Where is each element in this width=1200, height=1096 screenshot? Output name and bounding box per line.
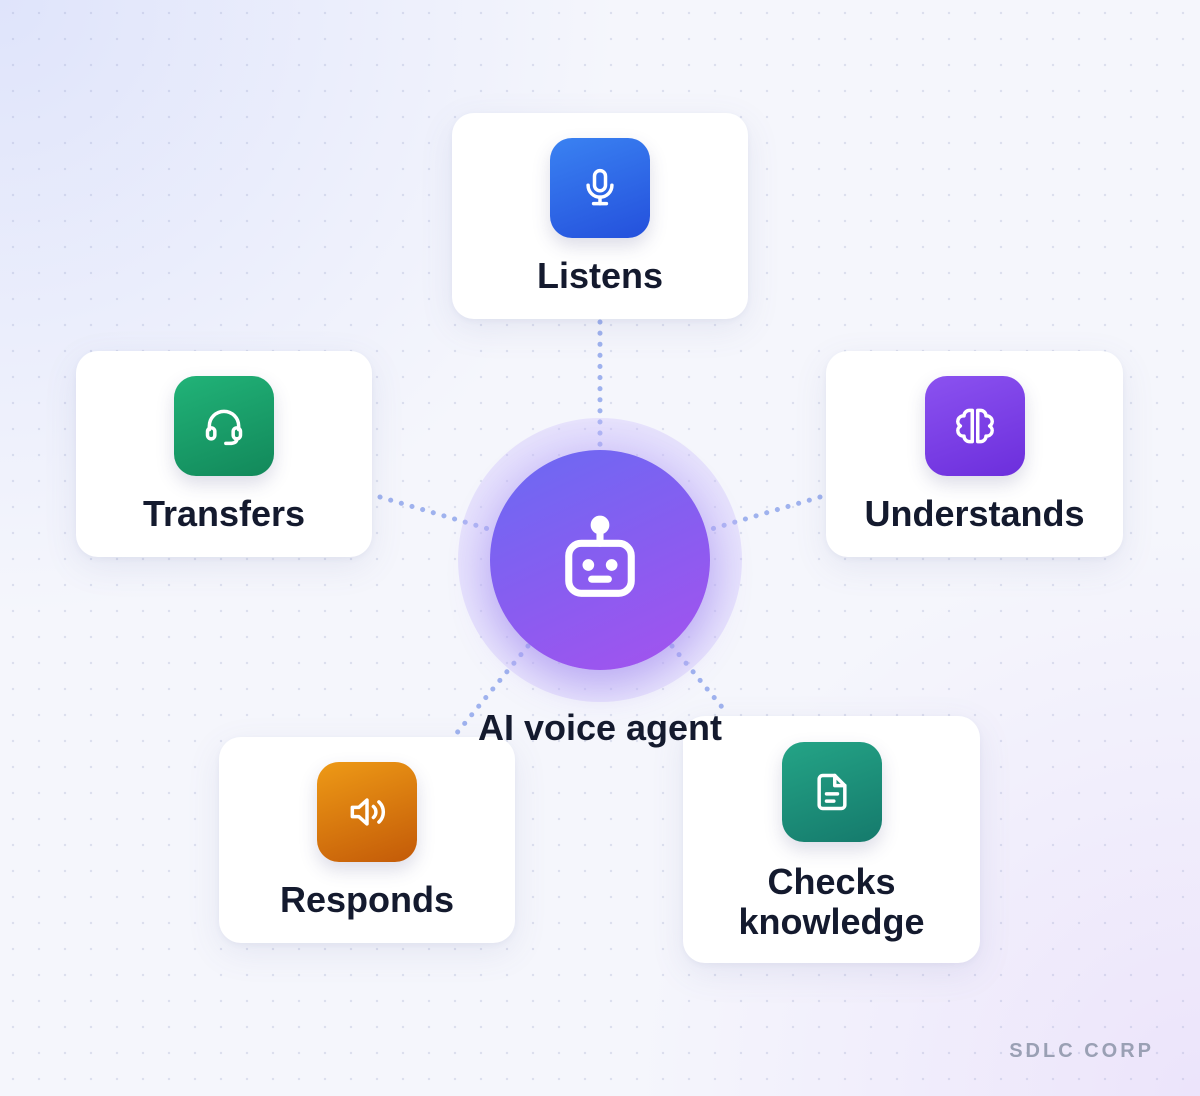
- tile-understands: [925, 376, 1025, 476]
- node-card-checks-knowledge: Checks knowledge: [683, 716, 980, 963]
- brand-watermark: SDLC CORP: [1009, 1040, 1154, 1062]
- headset-icon: [205, 409, 243, 446]
- node-label-transfers: Transfers: [142, 493, 306, 534]
- connector-responds: [453, 643, 531, 737]
- robot-icon: [565, 515, 635, 597]
- tile-listens: [550, 138, 650, 238]
- tile-transfers: [174, 376, 274, 476]
- node-card-understands: Understands: [826, 351, 1123, 557]
- node-label-checks-knowledge: Checks knowledge: [738, 861, 925, 942]
- connector-checks-knowledge: [669, 643, 729, 715]
- node-label-responds: Responds: [279, 879, 455, 920]
- node-card-transfers: Transfers: [76, 351, 372, 557]
- brain-icon: [956, 408, 994, 444]
- tile-checks-knowledge: [782, 742, 882, 842]
- tile-responds: [317, 762, 417, 862]
- node-card-responds: Responds: [219, 737, 515, 943]
- hub-label: AI voice agent: [477, 707, 723, 748]
- hub-circle: [490, 450, 710, 670]
- document-icon: [817, 773, 847, 811]
- node-card-listens: Listens: [452, 113, 748, 319]
- node-label-understands: Understands: [864, 493, 1085, 534]
- speaker-icon: [350, 798, 386, 826]
- node-label-listens: Listens: [536, 255, 664, 296]
- microphone-icon: [586, 168, 614, 206]
